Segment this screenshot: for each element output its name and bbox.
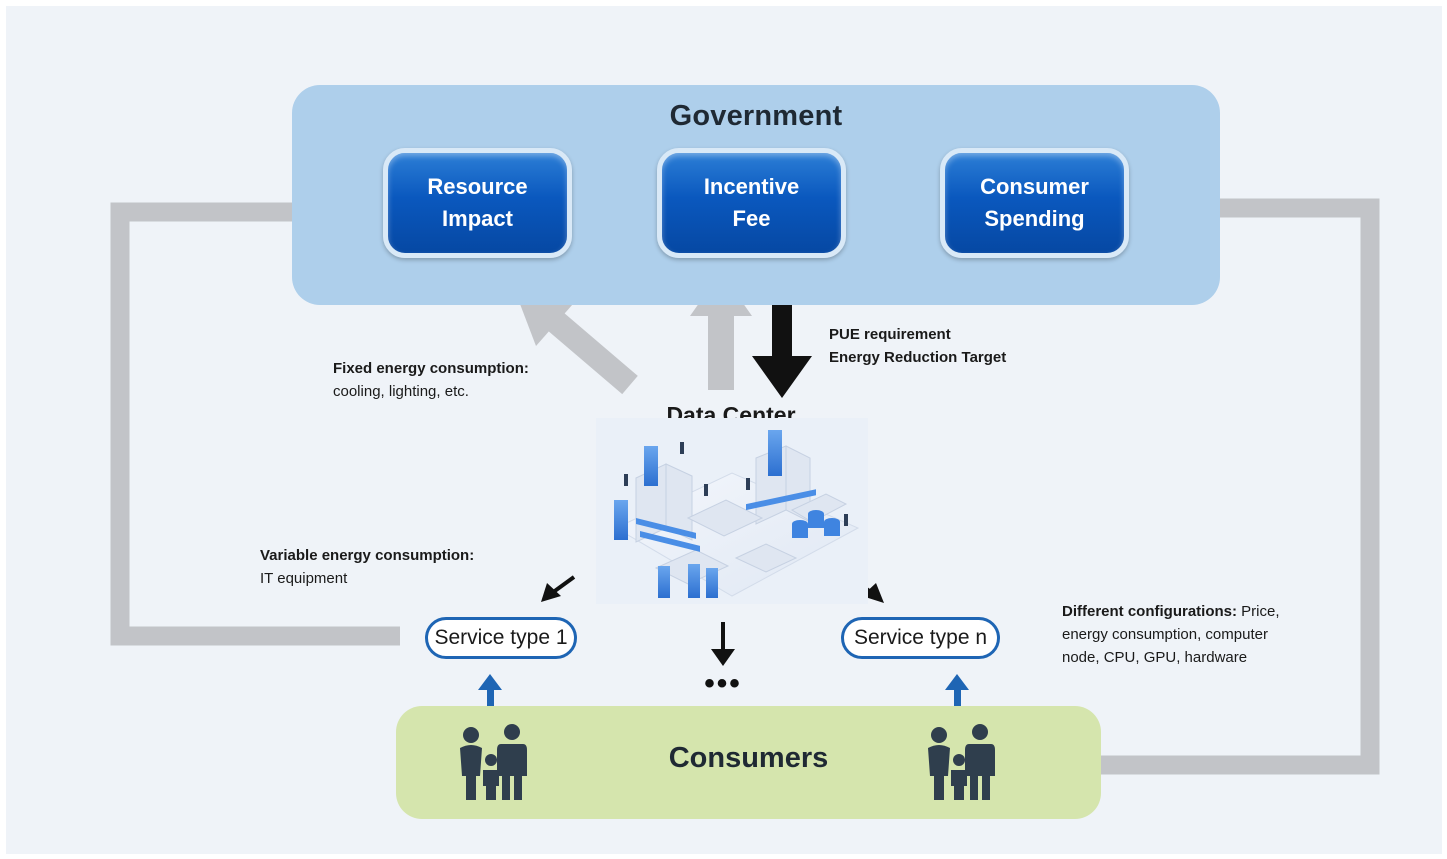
resource-impact-line1: Resource [427, 174, 528, 199]
family-icon [460, 724, 527, 800]
fixed-energy-heading: Fixed energy consumption: [333, 360, 529, 377]
data-center-illustration [596, 418, 868, 604]
pue-note: PUE requirement Energy Reduction Target [829, 323, 1006, 369]
configurations-text-2: energy consumption, computer [1062, 626, 1268, 643]
government-title: Government [669, 100, 843, 132]
consumer-to-service-1-arrow [478, 674, 502, 707]
configurations-text-1: Price, [1241, 603, 1280, 620]
pue-note-line2: Energy Reduction Target [829, 349, 1007, 366]
variable-energy-heading: Variable energy consumption: [260, 547, 475, 564]
resource-impact-box: Resource Impact [383, 148, 572, 258]
pue-note-line1: PUE requirement [829, 326, 951, 343]
fixed-energy-text: cooling, lighting, etc. [333, 383, 469, 400]
consumer-spending-line1: Consumer [980, 174, 1089, 199]
incentive-fee-box: Incentive Fee [657, 148, 846, 258]
incentive-fee-line2: Fee [732, 206, 771, 231]
fixed-energy-note: Fixed energy consumption: cooling, light… [333, 357, 529, 403]
variable-energy-note: Variable energy consumption: IT equipmen… [260, 544, 474, 590]
family-icon [928, 724, 995, 800]
consumer-spending-box: Consumer Spending [940, 148, 1129, 258]
services-ellipsis: ••• [704, 667, 742, 700]
configurations-note: Different configurations: Price, energy … [1062, 600, 1280, 669]
pue-requirement-arrow [752, 305, 812, 398]
consumer-spending-line2: Spending [984, 206, 1085, 231]
service-type-1: Service type 1 [425, 617, 577, 659]
service-1-arrow [541, 575, 576, 602]
service-type-n: Service type n [841, 617, 1000, 659]
configurations-text-3: node, CPU, GPU, hardware [1062, 649, 1248, 666]
incentive-fee-line1: Incentive [703, 174, 800, 199]
consumer-to-service-n-arrow [945, 674, 969, 707]
consumers-label: Consumers [668, 742, 829, 774]
service-middle-arrow [711, 622, 735, 666]
variable-energy-text: IT equipment [260, 570, 348, 587]
resource-impact-line2: Impact [442, 206, 513, 231]
configurations-heading: Different configurations: [1062, 603, 1237, 620]
